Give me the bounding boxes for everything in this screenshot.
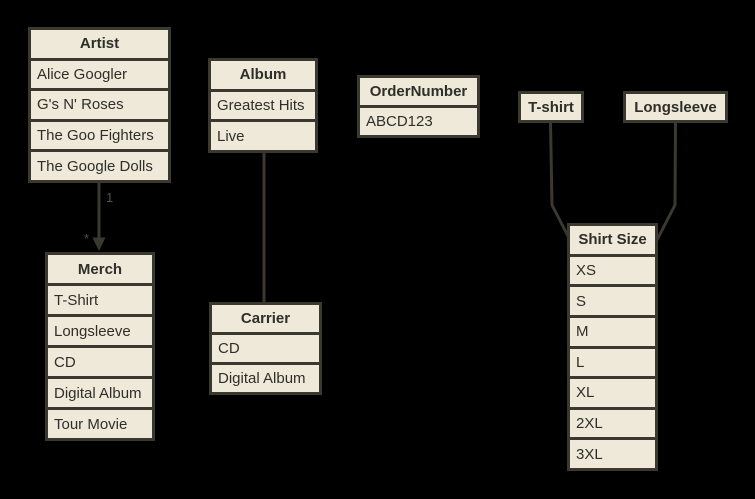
artist-row: Alice Googler <box>31 60 168 89</box>
merch-row: Digital Album <box>48 379 152 407</box>
carrier-table-header: Carrier <box>212 305 319 332</box>
longsleeve-box: Longsleeve <box>623 91 728 123</box>
shirtsize-table-header: Shirt Size <box>570 226 655 254</box>
artist-row: The Google Dolls <box>31 152 168 180</box>
carrier-row: CD <box>212 335 319 362</box>
shirtsize-table: Shirt Size XS S M L XL 2XL 3XL <box>567 223 658 471</box>
ordernumber-row: ABCD123 <box>360 108 477 135</box>
artist-table-header: Artist <box>31 30 168 58</box>
album-table: Album Greatest Hits Live <box>208 58 318 153</box>
merch-table: Merch T-Shirt Longsleeve CD Digital Albu… <box>45 252 155 441</box>
shirtsize-row: L <box>570 348 655 377</box>
artist-merch-source-multiplicity-label: 1 <box>106 190 114 205</box>
merch-row: Tour Movie <box>48 410 152 438</box>
tshirt-box: T-shirt <box>518 91 584 123</box>
carrier-row: Digital Album <box>212 365 319 392</box>
shirtsize-row: XS <box>570 256 655 285</box>
ordernumber-table-header: OrderNumber <box>360 78 477 105</box>
album-row: Greatest Hits <box>211 91 315 120</box>
merch-row: Longsleeve <box>48 317 152 345</box>
shirtsize-row: XL <box>570 379 655 407</box>
artist-merch-arrowhead-icon <box>92 237 106 251</box>
carrier-table: Carrier CD Digital Album <box>209 302 322 395</box>
merch-row: CD <box>48 348 152 376</box>
album-row: Live <box>211 122 315 151</box>
artist-row: G's N' Roses <box>31 91 168 119</box>
shirtsize-row: 2XL <box>570 409 655 438</box>
merch-table-header: Merch <box>48 255 152 283</box>
longsleeve-shirtsize-edge <box>655 122 677 241</box>
artist-merch-target-multiplicity-label: * <box>84 231 90 246</box>
longsleeve-box-label: Longsleeve <box>626 94 725 120</box>
shirtsize-row: M <box>570 317 655 346</box>
album-table-header: Album <box>211 61 315 89</box>
shirtsize-row: S <box>570 287 655 315</box>
ordernumber-table: OrderNumber ABCD123 <box>357 75 480 138</box>
artist-row: The Goo Fighters <box>31 121 168 150</box>
merch-row: T-Shirt <box>48 286 152 314</box>
artist-table: Artist Alice Googler G's N' Roses The Go… <box>28 27 171 183</box>
tshirt-shirtsize-edge <box>549 122 572 241</box>
shirtsize-row: 3XL <box>570 440 655 468</box>
tshirt-box-label: T-shirt <box>521 94 581 120</box>
